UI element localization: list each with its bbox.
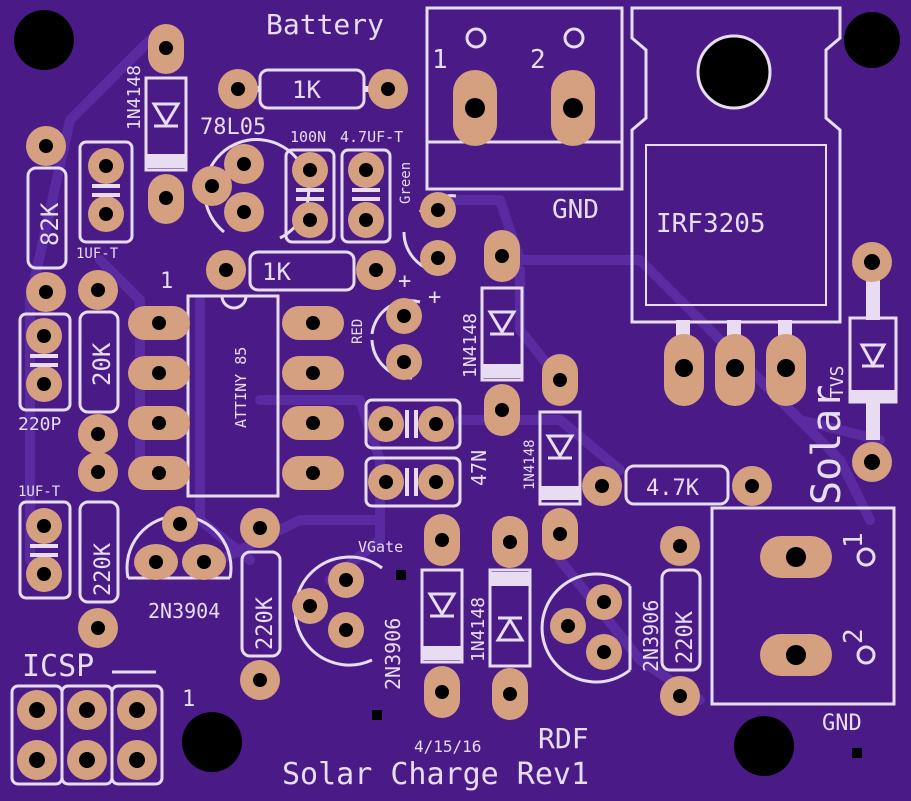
- test-point: [372, 710, 382, 720]
- mosfet-label: IRF3205: [656, 209, 766, 239]
- transistor-2n3906-left: 2N3906: [292, 555, 405, 690]
- led-green-label: Green: [398, 162, 414, 204]
- resistor-82k-label: 82K: [36, 202, 64, 246]
- mcu-pin1-marker: 1: [160, 269, 173, 294]
- battery-pin2-label: 2: [530, 45, 546, 75]
- resistor-220k-left-label: 220K: [91, 542, 116, 596]
- diode-d5: [488, 516, 532, 720]
- mounting-holes: [14, 10, 900, 776]
- solar-pin1-label: 1: [839, 532, 869, 548]
- vgate-label: VGate: [358, 538, 403, 556]
- resistor-220k-middle: 220K: [240, 508, 282, 700]
- solar-label: Solar: [804, 385, 850, 505]
- diode-d3-label: 1N4148: [522, 439, 538, 490]
- led-green-plus: +: [398, 269, 411, 294]
- date-label: 4/15/16: [414, 737, 481, 756]
- battery-label: Battery: [266, 8, 384, 41]
- led-red-label: RED: [350, 319, 366, 344]
- diode-d1-label: 1N4148: [124, 65, 145, 130]
- diode-d2-label: 1N4148: [460, 313, 481, 378]
- led-green: Green +: [398, 162, 457, 294]
- mounting-hole-bottom-right: [734, 716, 794, 776]
- battery-pin1-label: 1: [432, 45, 448, 75]
- board-title: Solar Charge Rev1: [282, 757, 589, 792]
- transistor-2n3906-right-label: 2N3906: [639, 600, 663, 672]
- author-label: RDF: [538, 722, 589, 755]
- capacitor-4u7: 4.7UF-T: [340, 128, 403, 244]
- diode-d1: 1N4148: [124, 24, 188, 224]
- solar-pin2-label: 2: [839, 628, 869, 644]
- battery-terminal: 1 2 GND: [425, 6, 624, 225]
- tvs-label: TVS: [827, 365, 848, 398]
- diode-d4-label: 1N4148: [468, 597, 489, 662]
- mounting-hole-bottom-left: [182, 712, 242, 772]
- mosfet-package: IRF3205: [630, 6, 842, 406]
- mounting-hole-top-left: [14, 10, 74, 70]
- transistor-2n3906-right: 2N3906: [540, 572, 663, 684]
- capacitor-220p-label: 220P: [18, 414, 62, 435]
- capacitor-100n-label: 100N: [290, 128, 326, 146]
- capacitor-220p: 220P: [18, 312, 72, 435]
- resistor-220k-right: 220K: [660, 526, 702, 716]
- diode-d3: 1N4148: [522, 354, 582, 560]
- vgate-test-point: [396, 570, 406, 580]
- mcu-label: ATTINY 85: [232, 347, 250, 428]
- capacitor-1uf-bottom: 1UF-T: [18, 484, 72, 600]
- regulator-label: 78L05: [200, 115, 266, 140]
- resistor-82k: 82K: [26, 126, 68, 312]
- capacitor-4u7-label: 4.7UF-T: [340, 128, 403, 146]
- battery-gnd-label: GND: [552, 195, 599, 225]
- icsp-header: ICSP 1: [10, 649, 195, 786]
- transistor-2n3904-label: 2N3904: [148, 599, 220, 623]
- solar-terminal: 1 2: [710, 506, 896, 706]
- test-point: [852, 748, 862, 758]
- led-red-plus: +: [428, 285, 441, 310]
- resistor-220k-left: 220K: [78, 452, 120, 648]
- capacitor-1uf-bottom-label: 1UF-T: [18, 484, 61, 500]
- resistor-4k7-label: 4.7K: [646, 476, 700, 501]
- diode-d4: 1N4148: [420, 514, 489, 718]
- capacitor-47n-label: 47N: [467, 450, 491, 486]
- resistor-1k-top-label: 1K: [292, 76, 321, 104]
- resistor-220k-middle-label: 220K: [253, 596, 278, 650]
- resistor-1k-top: 1K: [218, 68, 408, 110]
- icsp-label: ICSP: [22, 649, 94, 684]
- capacitor-1uf-top-label: 1UF-T: [76, 246, 119, 262]
- resistor-4k7: 4.7K: [582, 464, 772, 506]
- mcu-attiny85: ATTINY 85 1: [128, 269, 344, 498]
- resistor-1k-mid: 1K: [206, 250, 396, 292]
- resistor-20k-label: 20K: [88, 342, 116, 386]
- capacitor-1uf-top: 1UF-T: [76, 140, 134, 262]
- diode-d2: 1N4148: [460, 230, 524, 436]
- tvs-diode: TVS: [827, 242, 898, 482]
- capacitor-47n: 47N: [364, 398, 491, 508]
- icsp-pin1-marker: 1: [182, 687, 195, 712]
- transistor-2n3906-left-label: 2N3906: [381, 618, 405, 690]
- resistor-20k: 20K: [78, 270, 120, 454]
- resistor-1k-mid-label: 1K: [262, 258, 291, 286]
- resistor-220k-right-label: 220K: [673, 610, 698, 664]
- mounting-hole-top-right: [844, 12, 900, 68]
- regulator-78l05: 78L05: [192, 115, 311, 240]
- capacitor-100n: 100N: [284, 128, 336, 244]
- led-red: RED +: [350, 285, 441, 380]
- transistor-2n3904: 2N3904: [125, 506, 233, 623]
- solar-gnd-label: GND: [822, 711, 862, 736]
